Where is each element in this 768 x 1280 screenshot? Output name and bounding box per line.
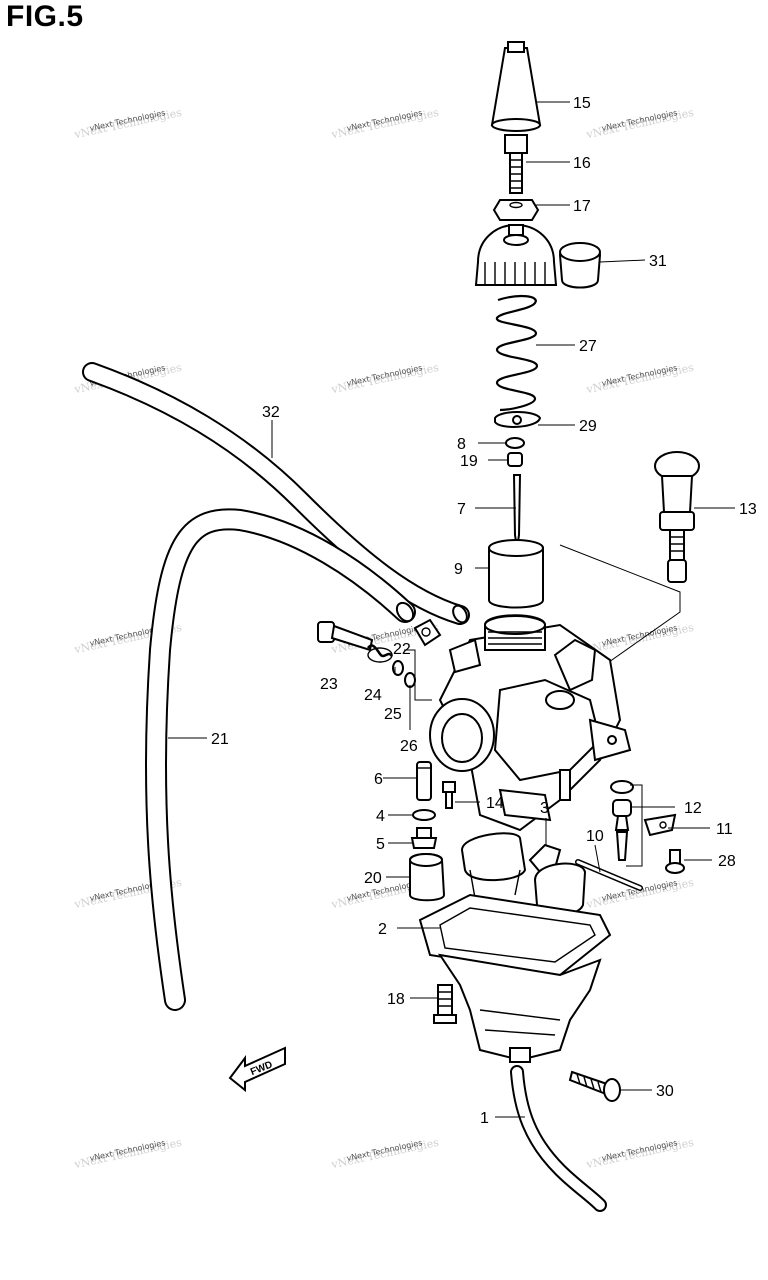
- o-ring-26: [404, 672, 416, 688]
- choke-plunger-13: [654, 451, 700, 583]
- valve-12: [612, 799, 632, 861]
- cap-15: [490, 41, 542, 132]
- callout-18: 18: [387, 991, 405, 1008]
- callout-26: 26: [400, 738, 418, 755]
- callout-28: 28: [718, 853, 736, 870]
- callout-5: 5: [376, 836, 385, 853]
- callout-31: 31: [649, 253, 667, 270]
- leader-lines: [168, 101, 735, 1118]
- callout-12: 12: [684, 800, 702, 817]
- callout-15: 15: [573, 95, 591, 112]
- callout-19: 19: [460, 453, 478, 470]
- slide-9: [488, 539, 544, 609]
- cap-31: [558, 242, 602, 289]
- clip-11: [643, 813, 677, 837]
- callout-21: 21: [211, 731, 229, 748]
- figure-title: FIG.5: [6, 0, 84, 33]
- spring-27: [495, 294, 539, 412]
- bracket-line: [404, 649, 432, 701]
- seat-19: [507, 452, 523, 467]
- o-ring-12a: [610, 780, 634, 794]
- nut-17: [492, 199, 540, 221]
- jet-14: [442, 781, 456, 809]
- screw-28: [665, 849, 685, 874]
- jet-6: [416, 761, 432, 801]
- callout-13: 13: [739, 501, 757, 518]
- callout-11: 11: [716, 821, 733, 838]
- callout-20: 20: [364, 870, 382, 887]
- needle-7: [512, 474, 522, 549]
- hose-32: [82, 362, 470, 625]
- spring-24: [366, 644, 394, 663]
- callout-17: 17: [573, 198, 591, 215]
- bracket-line: [554, 544, 681, 701]
- ring-8: [505, 437, 525, 449]
- pin-10: [575, 859, 643, 891]
- callout-7: 7: [457, 501, 466, 518]
- float-bowl-2: [418, 893, 612, 1063]
- callout-8: 8: [457, 436, 466, 453]
- callouts: 15 16 17 31 27 29 8 19 7 9 13 32 21 23 2…: [211, 95, 757, 1127]
- callout-27: 27: [579, 338, 597, 355]
- float-3: [460, 832, 587, 917]
- callout-30: 30: [656, 1083, 674, 1100]
- callout-29: 29: [579, 418, 597, 435]
- adjuster-16: [504, 134, 528, 194]
- callout-16: 16: [573, 155, 591, 172]
- callout-3: 3: [540, 800, 549, 817]
- top-cap: [474, 223, 558, 286]
- callout-32: 32: [262, 404, 280, 421]
- callout-23: 23: [320, 676, 338, 693]
- hose-1: [510, 1065, 607, 1212]
- callout-4: 4: [376, 808, 385, 825]
- jet-5: [410, 827, 438, 849]
- carburetor-body: [429, 614, 632, 832]
- screw-30: [568, 1070, 621, 1102]
- fwd-arrow: FWD: [228, 1046, 286, 1093]
- clip-29: [494, 411, 542, 428]
- screw-18: [433, 984, 457, 1024]
- callout-2: 2: [378, 921, 387, 938]
- bracket-line: [626, 784, 643, 867]
- holder-20: [409, 853, 446, 902]
- callout-14: 14: [486, 795, 504, 812]
- screw-23: [317, 621, 374, 652]
- screw-22: [413, 618, 442, 647]
- washer-4: [412, 809, 436, 821]
- callout-6: 6: [374, 771, 383, 788]
- hose-21: [144, 508, 416, 1011]
- callout-24: 24: [364, 687, 382, 704]
- callout-25: 25: [384, 706, 402, 723]
- callout-9: 9: [454, 561, 463, 578]
- callout-22: 22: [393, 641, 411, 658]
- callout-1: 1: [480, 1110, 489, 1127]
- callout-10: 10: [586, 828, 604, 845]
